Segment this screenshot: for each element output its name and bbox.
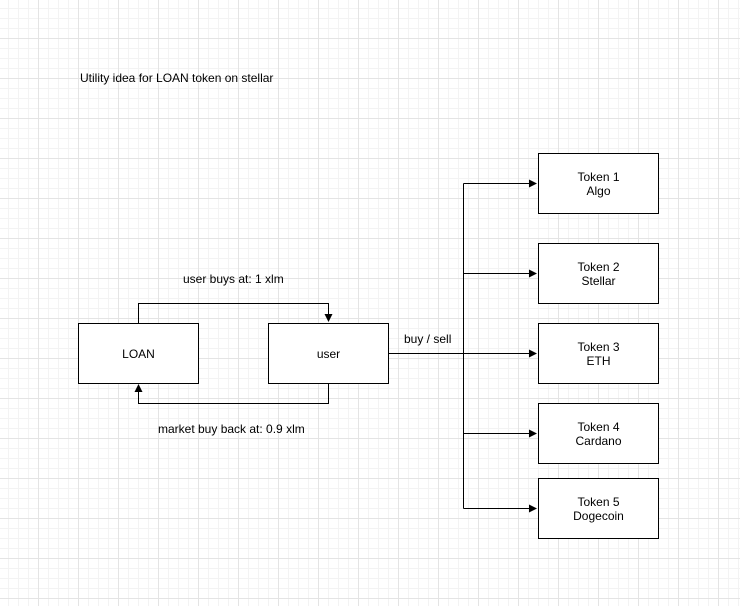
token-node-title: Token 1: [577, 169, 620, 184]
edge-label-buyback: market buy back at: 0.9 xlm: [158, 422, 305, 436]
token-node-cardano[interactable]: Token 4 Cardano: [538, 403, 659, 464]
loan-node[interactable]: LOAN: [78, 323, 199, 384]
token-node-name: Stellar: [581, 273, 616, 288]
edge-loan-to-user: [138, 303, 333, 323]
token-node-title: Token 2: [577, 259, 620, 274]
token-node-title: Token 3: [577, 339, 620, 354]
token-node-algo[interactable]: Token 1 Algo: [538, 153, 659, 214]
token-node-eth[interactable]: Token 3 ETH: [538, 323, 659, 384]
token-node-dogecoin[interactable]: Token 5 Dogecoin: [538, 478, 659, 539]
edge-user-to-loan: [134, 383, 329, 404]
token-node-title: Token 4: [577, 419, 620, 434]
user-node[interactable]: user: [268, 323, 389, 384]
token-node-stellar[interactable]: Token 2 Stellar: [538, 243, 659, 304]
token-node-title: Token 5: [577, 494, 620, 509]
token-node-name: Algo: [586, 183, 611, 198]
token-node-name: Dogecoin: [573, 508, 624, 523]
token-node-name: ETH: [586, 353, 611, 368]
loan-node-label: LOAN: [122, 346, 155, 361]
edge-label-buy: user buys at: 1 xlm: [183, 272, 284, 286]
user-node-label: user: [316, 346, 341, 361]
diagram-title: Utility idea for LOAN token on stellar: [80, 71, 274, 85]
token-node-name: Cardano: [575, 433, 622, 448]
edge-label-trade: buy / sell: [404, 332, 452, 346]
